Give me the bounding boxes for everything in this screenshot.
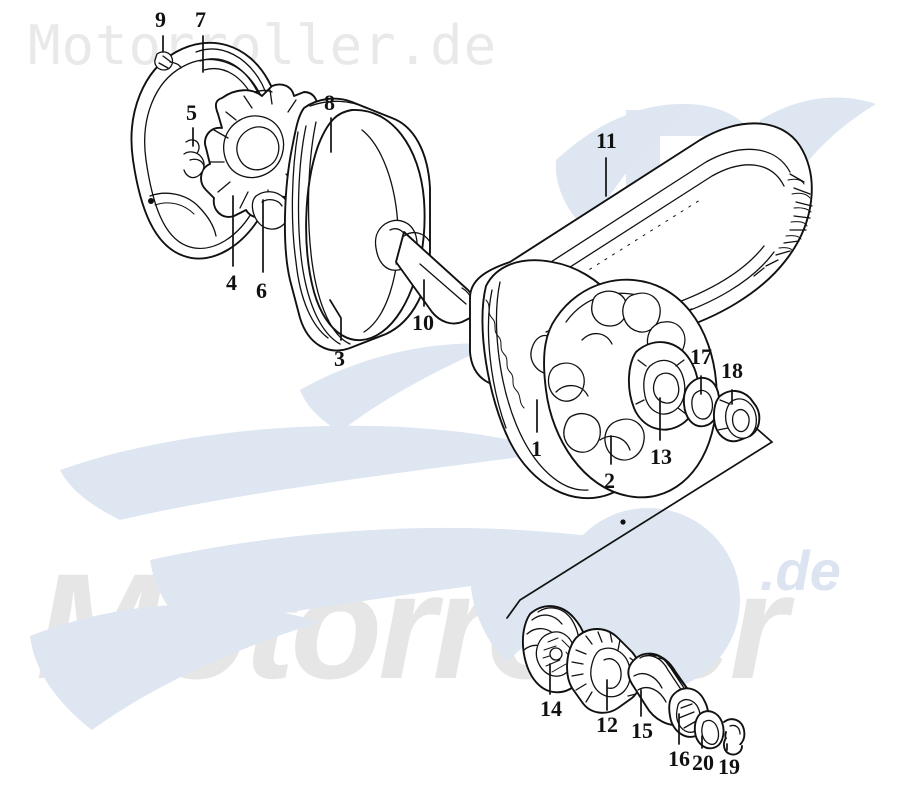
callout-label-9: 9 <box>155 7 166 32</box>
callout-label-1: 1 <box>531 436 542 461</box>
part-3-clutch-bell <box>283 97 431 352</box>
callout-label-16: 16 <box>668 746 690 771</box>
callout-label-5: 5 <box>186 100 197 125</box>
callout-label-13: 13 <box>650 444 672 469</box>
callout-label-14: 14 <box>540 696 562 721</box>
callout-label-18: 18 <box>721 358 743 383</box>
callout-label-3: 3 <box>334 346 345 371</box>
part-20-washer-small <box>693 710 725 750</box>
callout-label-11: 11 <box>596 128 617 153</box>
part-12-clutch-shoe-assembly <box>566 628 642 714</box>
callout-label-10: 10 <box>412 310 434 335</box>
callout-label-12: 12 <box>596 712 618 737</box>
part-19-circlip <box>722 718 746 756</box>
leader-lines <box>162 35 733 751</box>
part-18-lock-nut <box>712 390 761 443</box>
part-5-fan-blade-clip <box>183 139 205 179</box>
part-13-variator-sliding-sleeve <box>628 341 700 431</box>
part-17-washer <box>682 377 721 428</box>
callout-label-8: 8 <box>324 90 335 115</box>
watermark-bottom-suffix: .de <box>760 539 841 602</box>
callout-label-17: 17 <box>690 344 712 369</box>
assembly-connector-line <box>506 427 774 619</box>
callout-label-4: 4 <box>226 270 237 295</box>
callout-label-15: 15 <box>631 718 653 743</box>
part-9-cover-screw <box>154 51 182 71</box>
watermark-top: Motorroller.de <box>28 14 498 77</box>
callout-label-6: 6 <box>256 278 267 303</box>
callout-label-7: 7 <box>195 7 206 32</box>
callout-label-19: 19 <box>718 754 740 779</box>
callout-label-20: 20 <box>692 750 714 775</box>
callout-label-2: 2 <box>604 468 615 493</box>
